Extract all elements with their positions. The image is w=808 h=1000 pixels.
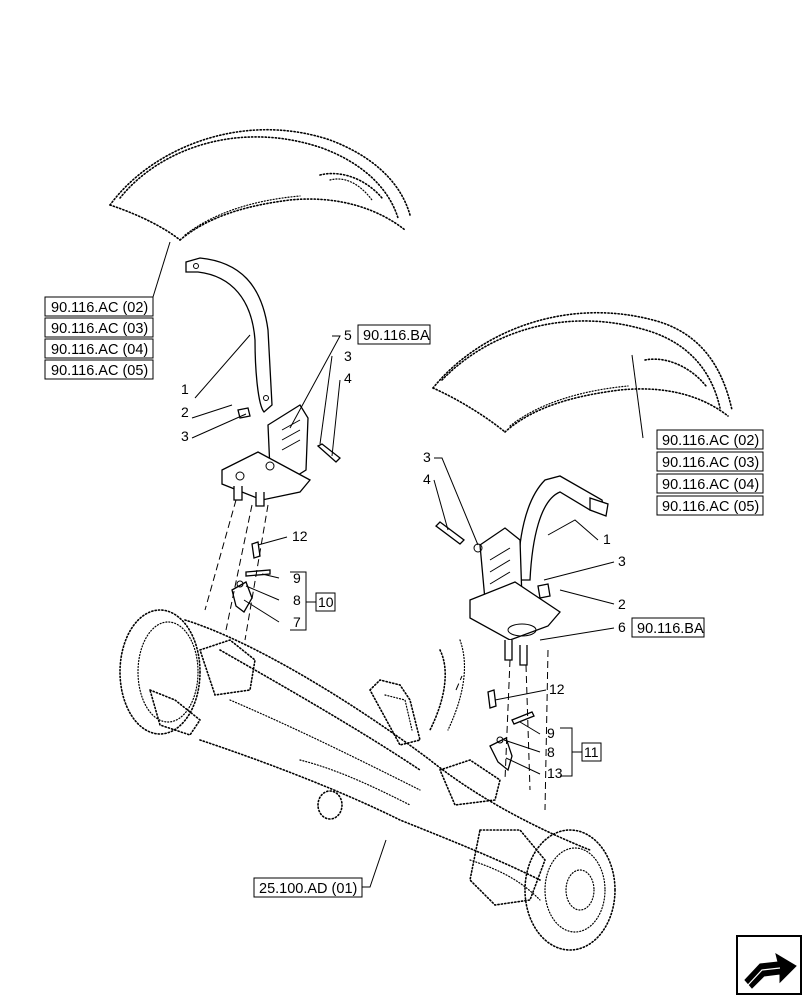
callout-right-2: 2	[618, 596, 626, 612]
leader-lines	[152, 241, 644, 888]
ref-right-fender-1: 90.116.AC (02)	[662, 433, 759, 449]
callout-right-6: 6	[618, 619, 626, 635]
callout-left-3a: 3	[181, 428, 189, 444]
callout-left-7: 7	[293, 614, 301, 630]
left-sensor-parts	[231, 541, 271, 613]
ref-left-fender-1: 90.116.AC (02)	[51, 300, 148, 316]
right-sensor-parts	[487, 689, 535, 772]
callout-right-8: 8	[547, 744, 555, 760]
ref-left-fender-4: 90.116.AC (05)	[51, 363, 148, 379]
left-fender-stay	[185, 257, 273, 413]
callout-right-12: 12	[549, 681, 565, 697]
right-fender-stay	[517, 475, 609, 581]
left-callouts: 1 2 3 5 3 4 12 9 8 7 10	[181, 327, 352, 630]
right-bracket-assembly	[435, 521, 561, 666]
other-references: 90.116.BA 90.116.BA 25.100.AD (01)	[253, 324, 705, 898]
ref-right-bracket: 90.116.BA	[637, 621, 704, 637]
ref-right-fender-2: 90.116.AC (03)	[662, 455, 759, 471]
left-bracket-assembly	[221, 404, 341, 507]
callout-right-3b: 3	[618, 553, 626, 569]
ref-left-fender-3: 90.116.AC (04)	[51, 342, 148, 358]
right-fender	[432, 311, 733, 433]
left-fender-references: 90.116.AC (02) 90.116.AC (03) 90.116.AC …	[44, 296, 154, 380]
callout-right-group-11: 11	[584, 744, 599, 760]
callout-left-1: 1	[181, 381, 189, 397]
callout-right-4: 4	[423, 471, 431, 487]
ref-left-fender-2: 90.116.AC (03)	[51, 321, 148, 337]
ref-left-bracket: 90.116.BA	[363, 328, 430, 344]
callout-right-13: 13	[547, 765, 563, 781]
callout-right-1: 1	[603, 531, 611, 547]
callout-left-2: 2	[181, 404, 189, 420]
ref-right-fender-4: 90.116.AC (05)	[662, 499, 759, 515]
right-fender-references: 90.116.AC (02) 90.116.AC (03) 90.116.AC …	[656, 429, 764, 516]
callout-right-9: 9	[547, 725, 555, 741]
next-page-arrow-icon[interactable]	[736, 935, 802, 995]
callout-left-group-10: 10	[318, 594, 334, 610]
callout-left-4: 4	[344, 370, 352, 386]
ref-right-fender-3: 90.116.AC (04)	[662, 477, 759, 493]
callout-left-8: 8	[293, 592, 301, 608]
callout-left-12: 12	[292, 528, 308, 544]
callout-left-5: 5	[344, 327, 352, 343]
left-fender	[109, 128, 411, 241]
right-callouts: 3 4 1 3 2 6 12 9 8 13 11	[423, 449, 626, 781]
callout-left-9: 9	[293, 570, 301, 586]
ref-axle: 25.100.AD (01)	[259, 881, 357, 897]
callout-right-3a: 3	[423, 449, 431, 465]
callout-left-3b: 3	[344, 348, 352, 364]
front-axle	[119, 609, 616, 951]
